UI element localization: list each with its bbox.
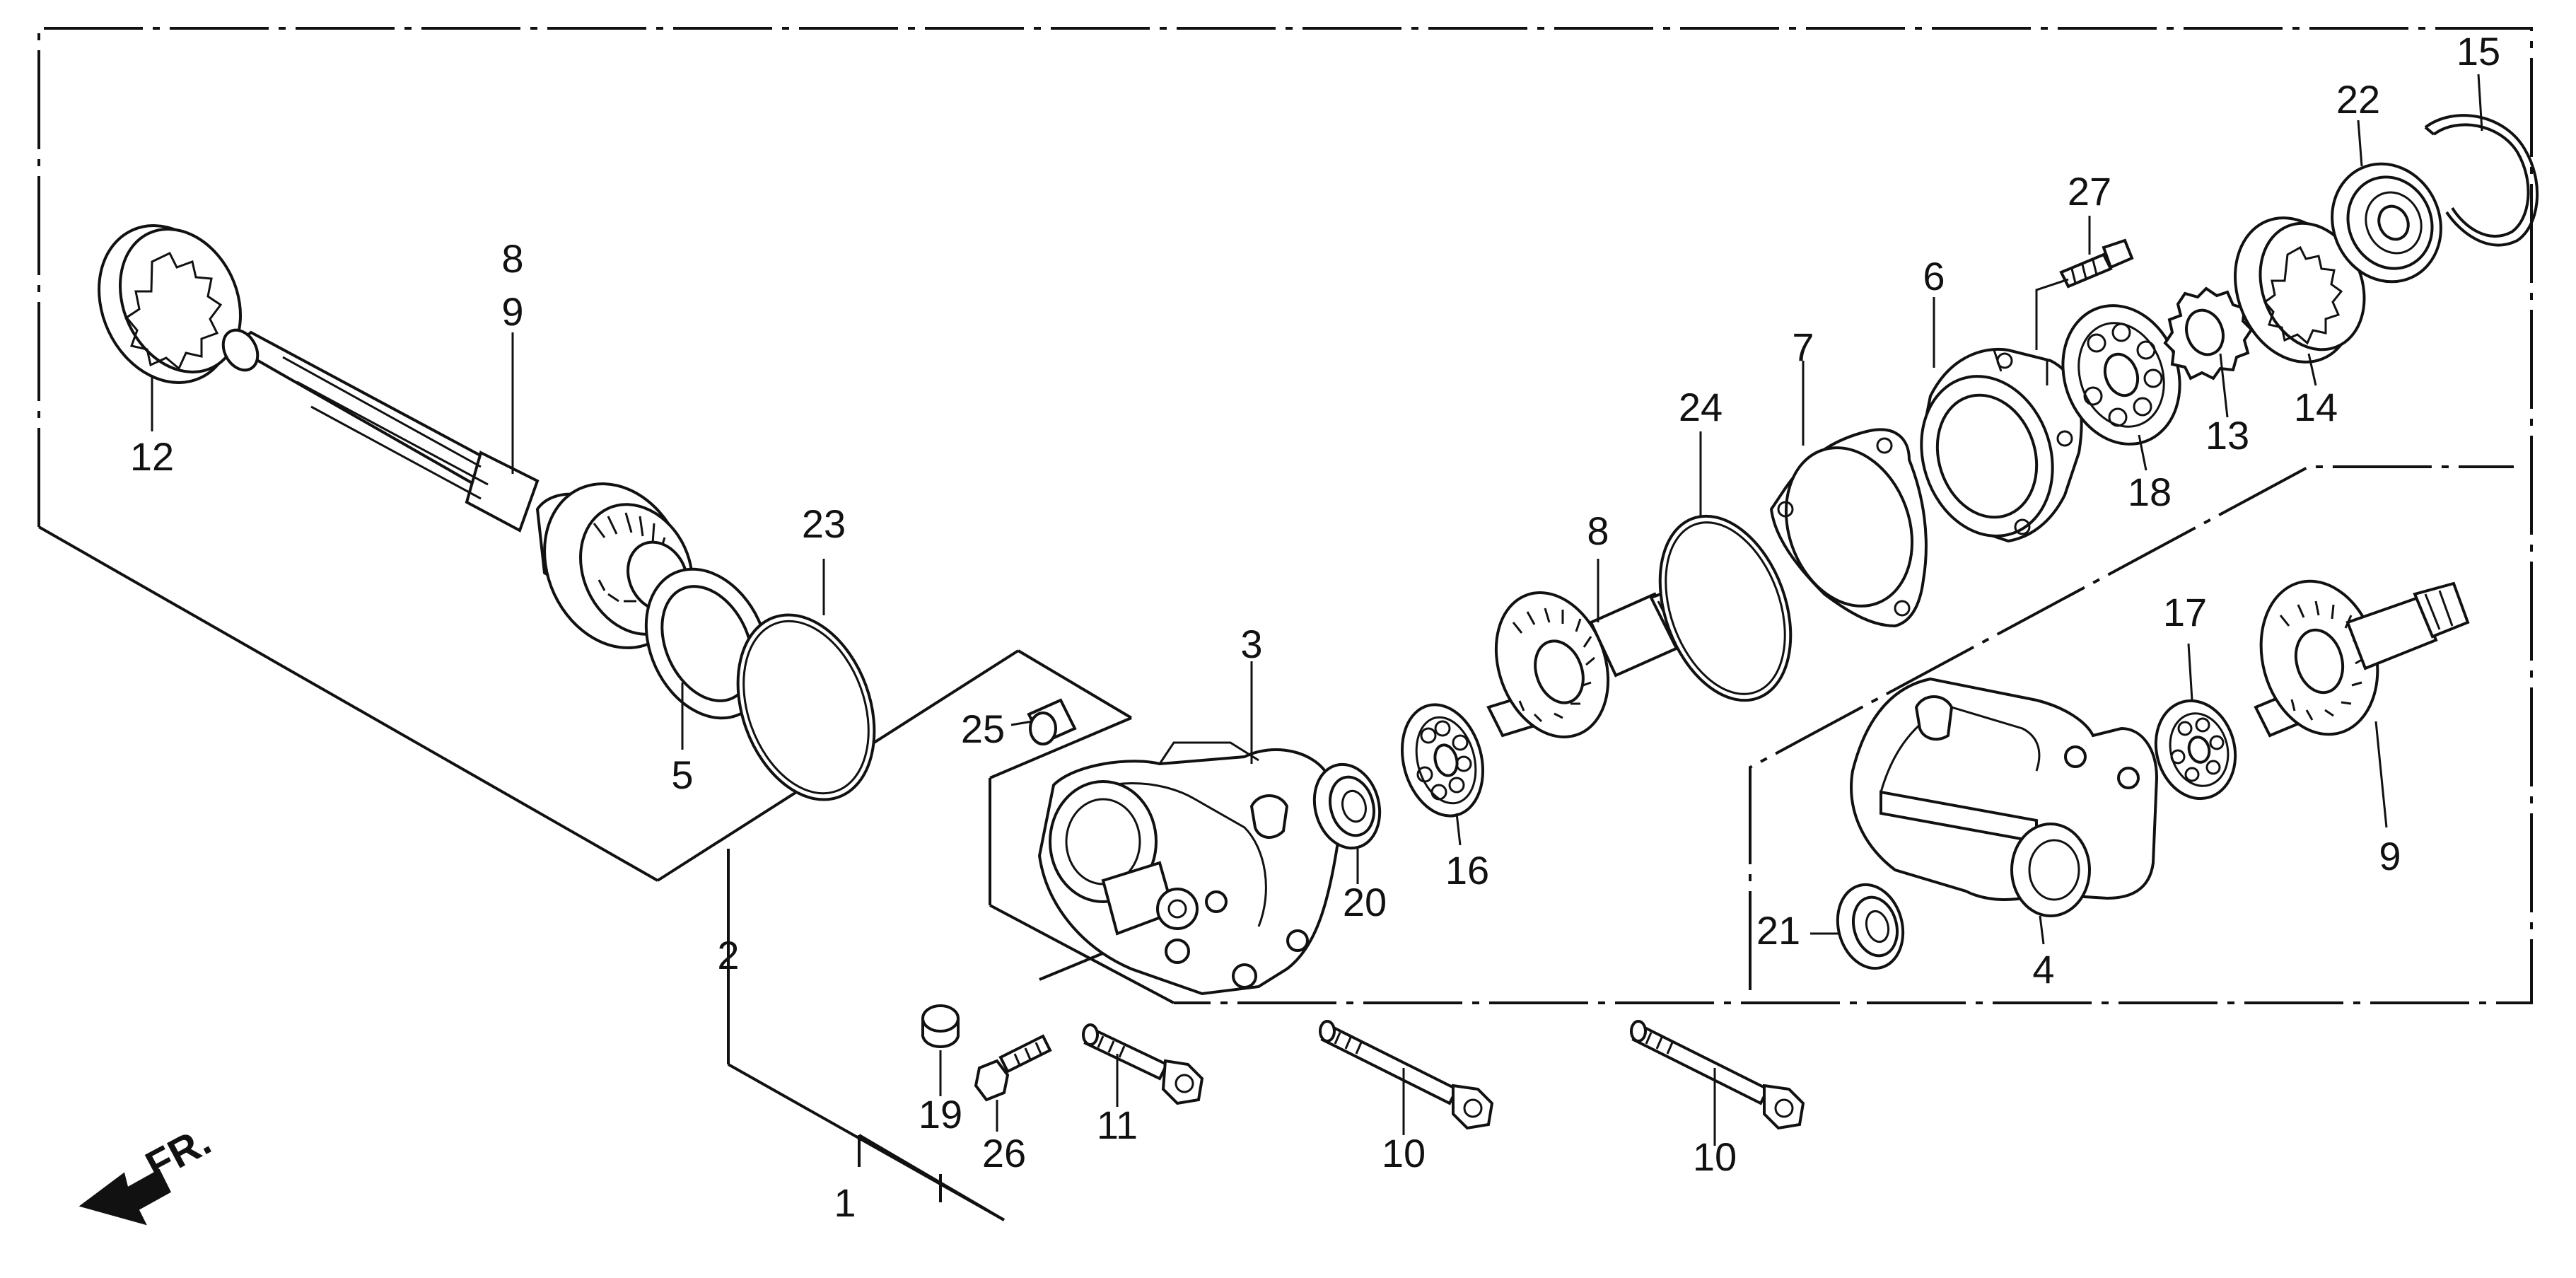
callout-8-shaft: 8	[501, 236, 523, 281]
small-bolt-part-27	[2059, 238, 2134, 289]
oil-seal-part-21	[1836, 883, 1905, 970]
drive-shaft-part-8-9	[221, 328, 694, 649]
callout-23: 23	[802, 501, 846, 546]
callout-8-center: 8	[1587, 509, 1609, 553]
callout-4: 4	[2032, 947, 2054, 992]
bearing-part-22	[2331, 162, 2442, 284]
oil-seal-part-20	[1312, 762, 1382, 850]
callout-9-shaft: 9	[501, 289, 523, 334]
callout-11: 11	[1097, 1103, 1138, 1147]
callout-1: 1	[834, 1180, 856, 1225]
callout-5: 5	[671, 753, 693, 797]
callout-3: 3	[1240, 622, 1262, 666]
callout-13: 13	[2205, 413, 2249, 458]
cap-part-19	[921, 1004, 960, 1048]
front-arrow-icon	[78, 1168, 171, 1226]
bolt-part-11	[1082, 1023, 1204, 1105]
callout-15: 15	[2456, 29, 2500, 74]
dowel-pin-part-25	[1027, 698, 1077, 745]
callout-10-b: 10	[1693, 1134, 1737, 1179]
ring-gear-shaft-part-9	[2254, 579, 2470, 738]
callout-10-a: 10	[1382, 1131, 1426, 1175]
bearing-part-17	[2154, 699, 2237, 801]
callout-labels: 12 8 9 5 23 25 2 1 3 20 16 8 24 7 6 27 1…	[130, 29, 2500, 1225]
bearing-holder-part-6	[1920, 347, 2083, 543]
group-outline-rear-case	[1749, 465, 2514, 990]
callout-2: 2	[717, 933, 739, 977]
o-ring-part-23	[736, 613, 876, 801]
callout-24: 24	[1679, 385, 1723, 429]
callout-20: 20	[1343, 880, 1387, 924]
callout-25: 25	[961, 707, 1005, 751]
splined-washer-part-13	[2163, 286, 2254, 381]
callout-21: 21	[1756, 908, 1800, 953]
callout-16: 16	[1445, 848, 1489, 893]
callout-18: 18	[2128, 470, 2172, 514]
ball-bearing-part-16	[1400, 703, 1485, 818]
long-bolt-part-10-a	[1319, 1020, 1494, 1130]
gasket-part-7	[1769, 428, 1928, 628]
callout-7: 7	[1792, 325, 1814, 369]
o-ring-part-24	[1658, 514, 1793, 702]
callout-26: 26	[982, 1131, 1026, 1175]
long-bolt-part-10-b	[1630, 1020, 1805, 1130]
rear-gear-case-part-4	[1850, 677, 2159, 917]
splined-nut-part-14	[2234, 216, 2366, 364]
splined-collar-part-12	[98, 224, 243, 384]
callout-17: 17	[2163, 590, 2207, 634]
snap-ring-part-15	[2424, 114, 2539, 247]
group-outline-bolts	[727, 849, 1006, 1221]
callout-27: 27	[2068, 169, 2111, 214]
bolt-part-26	[974, 1034, 1052, 1102]
leader-lines	[151, 74, 2483, 1146]
callout-12: 12	[130, 434, 174, 479]
callout-14: 14	[2294, 385, 2338, 429]
callout-6: 6	[1923, 254, 1945, 298]
callout-9-rear: 9	[2379, 834, 2401, 878]
front-gear-case-part-3	[1037, 741, 1342, 996]
callout-19: 19	[919, 1092, 962, 1137]
front-direction-indicator: FR.	[78, 1117, 218, 1226]
callout-22: 22	[2336, 77, 2380, 122]
